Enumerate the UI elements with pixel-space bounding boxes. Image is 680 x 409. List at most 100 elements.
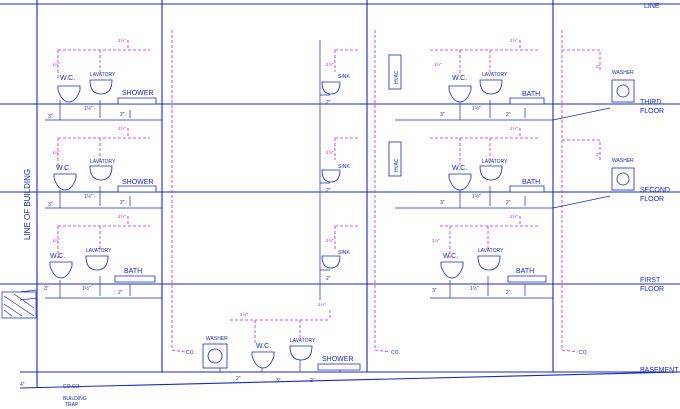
shower-icon: [117, 97, 157, 105]
drain-size-label: 3": [48, 114, 53, 120]
washer-drum-icon: [616, 84, 630, 98]
drain-size-label: 2": [326, 276, 331, 282]
lavatory-icon: [479, 79, 503, 95]
bath-label: BATH: [516, 268, 534, 275]
wc-label: W.C.: [452, 165, 467, 172]
third-floor-label-2: FLOOR: [640, 108, 664, 115]
first-floor-fixtures: [49, 255, 547, 283]
wc-icon: [440, 261, 464, 279]
drain-size-label: 2": [506, 112, 511, 118]
lavatory-label: LAVATORY: [482, 72, 508, 78]
bath-label: BATH: [124, 268, 142, 275]
lavatory-label: LAVATORY: [90, 72, 116, 78]
drain-size-label: 3": [440, 200, 445, 206]
text-labels: LINE LINE OF BUILDING THIRD FLOOR SECOND…: [20, 3, 679, 408]
basement-label: BASEMENT: [640, 367, 679, 374]
third-floor-fixtures: [57, 54, 635, 105]
sink-icon: [321, 81, 341, 95]
drain-size-label: 2": [326, 188, 331, 194]
drain-size-label: 2": [120, 112, 125, 118]
vent-size-label: 1½": [434, 61, 442, 67]
drain-size-label: 3": [276, 378, 281, 384]
cleanout-label: CO.: [391, 350, 400, 356]
hvac-label: HVAC: [394, 158, 400, 172]
drain-size-label: 1½": [472, 193, 481, 200]
vent-size-label: 1½": [326, 61, 334, 67]
wc-icon: [49, 261, 73, 279]
vent-size-label: 1½": [510, 125, 518, 131]
second-floor-label-1: SECOND: [640, 187, 670, 194]
sink-label: SINK: [338, 74, 350, 80]
vent-size-label: 1½": [52, 149, 60, 155]
vent-size-label: 1½": [510, 37, 518, 43]
drain-size-label: 1½": [82, 285, 91, 292]
lavatory-icon: [89, 79, 113, 95]
shower-icon: [317, 363, 361, 371]
lavatory-icon: [477, 255, 501, 271]
wc-icon: [53, 173, 77, 191]
drain-size-label: 3": [440, 112, 445, 118]
drain-size-label: 2": [506, 200, 511, 206]
hvac-unit-icon: [388, 54, 402, 90]
vent-size-label: 2": [596, 152, 601, 157]
foundation-hatch: [1, 291, 37, 319]
line-of-building-label: LINE OF BUILDING: [23, 169, 32, 240]
sewer-line: [19, 371, 680, 389]
wc-icon: [57, 85, 81, 103]
co-co-label: CO.CO.: [63, 384, 81, 390]
lavatory-icon: [89, 165, 113, 181]
sink-label: SINK: [338, 164, 350, 170]
bath-label: BATH: [522, 179, 540, 186]
vertical-stacks: [36, 0, 554, 388]
washer-drum-icon: [616, 172, 630, 186]
drain-size-label: 2": [118, 290, 123, 296]
lavatory-label: LAVATORY: [478, 248, 504, 254]
drain-size-label: 2": [326, 100, 331, 106]
drain-size-label: 4": [20, 382, 25, 388]
hvac-unit-icon: [388, 141, 402, 177]
vent-size-label: 1½": [118, 37, 126, 43]
vent-size-label: 1½": [432, 237, 440, 243]
drain-size-label: 3": [48, 202, 53, 208]
lavatory-label: LAVATORY: [90, 159, 116, 165]
shower-label: SHOWER: [122, 179, 154, 186]
cleanout-label: CO.: [579, 350, 588, 356]
lavatory-icon: [479, 165, 503, 181]
wc-icon: [448, 173, 472, 191]
cleanout-label: CO.: [186, 350, 195, 356]
drain-size-label: 2": [310, 378, 315, 384]
vent-stacks: [57, 30, 601, 353]
shower-label: SHOWER: [122, 90, 154, 97]
bath-icon: [114, 275, 156, 283]
second-floor-label-2: FLOOR: [640, 196, 664, 203]
floor-lines: [0, 3, 680, 389]
washer-label: WASHER: [612, 158, 634, 164]
vent-size-label: 1½": [510, 213, 518, 219]
bath-icon: [509, 97, 545, 105]
vent-size-label: 1½": [52, 61, 60, 67]
wc-label: W.C.: [452, 75, 467, 82]
vent-size-label: 1½": [52, 237, 60, 243]
drain-size-label: 3": [432, 288, 437, 294]
drain-size-label: 1½": [84, 193, 93, 200]
drain-size-label: 1½": [84, 105, 93, 112]
shower-label: SHOWER: [322, 356, 354, 363]
drain-size-label: 2": [120, 200, 125, 206]
sink-label: SINK: [338, 250, 350, 256]
lavatory-icon: [85, 255, 109, 271]
wc-icon: [448, 85, 472, 103]
lavatory-label: LAVATORY: [482, 159, 508, 165]
shower-icon: [117, 185, 157, 193]
wc-icon: [251, 351, 275, 369]
wc-label: W.C.: [443, 253, 458, 260]
washer-drum-icon: [207, 348, 223, 364]
vent-size-label: 1½": [318, 301, 326, 307]
drain-size-label: 3": [44, 286, 49, 292]
line-top-label: LINE: [644, 3, 660, 10]
vent-size-label: 1½": [240, 311, 248, 317]
vent-size-label: 1½": [326, 237, 334, 243]
vent-size-label: 1½": [118, 213, 126, 219]
wc-label: W.C.: [56, 165, 71, 172]
drain-size-label: 2": [236, 376, 241, 382]
first-floor-label-2: FLOOR: [640, 286, 664, 293]
